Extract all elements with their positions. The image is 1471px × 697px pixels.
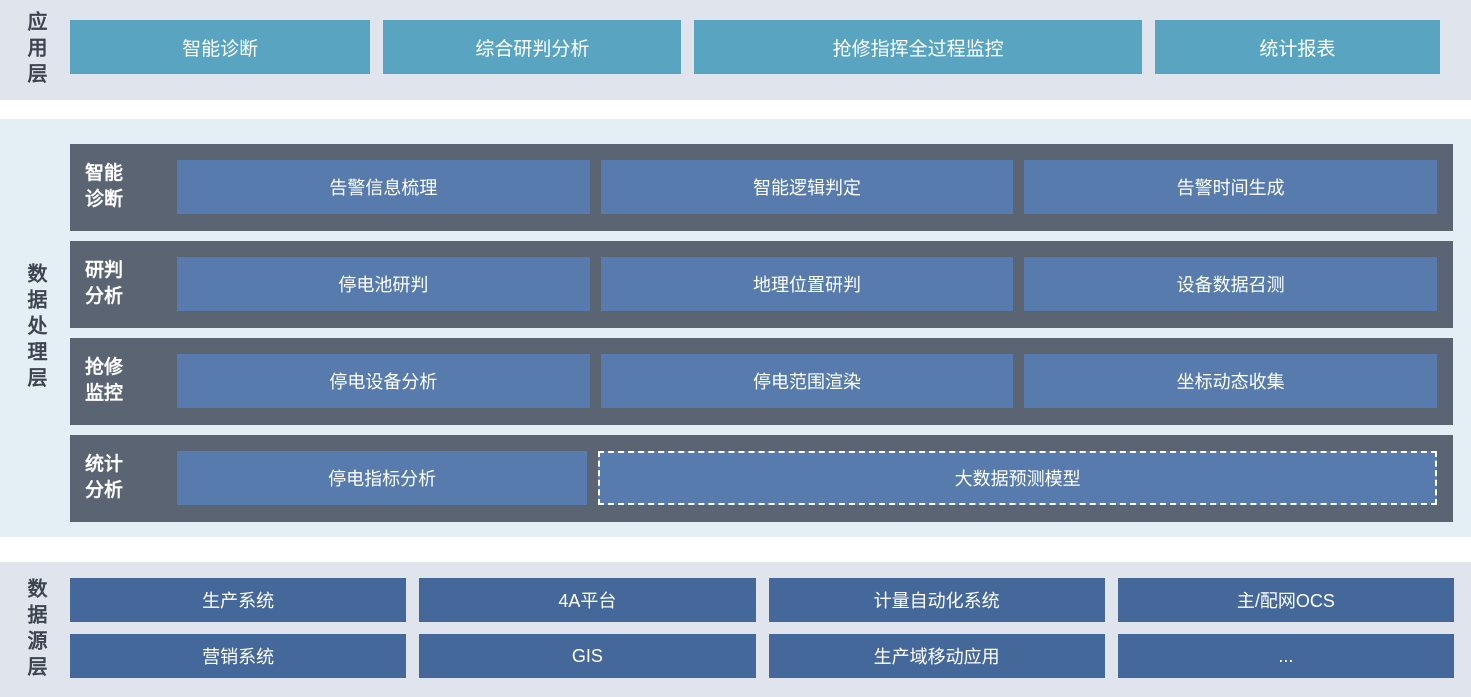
row-label-repair-monitoring: 抢修 监控 <box>85 357 124 404</box>
src-box-production-system: 生产系统 <box>70 578 407 622</box>
row-boxes: 停电指标分析 大数据预测模型 <box>177 451 1437 505</box>
processing-row-repair-monitoring: 抢修 监控 停电设备分析 停电范围渲染 坐标动态收集 <box>70 338 1453 425</box>
proc-box-intelligent-logic-judgement: 智能逻辑判定 <box>600 160 1014 214</box>
row-label-statistical-analysis: 统计 分析 <box>85 454 124 501</box>
src-box-gis: GIS <box>419 634 756 678</box>
src-box-4a-platform: 4A平台 <box>419 578 756 622</box>
app-box-repair-command-monitoring: 抢修指挥全过程监控 <box>694 20 1142 74</box>
datasource-rows: 生产系统 4A平台 计量自动化系统 主/配网OCS 营销系统 GIS 生产域移动… <box>70 562 1471 697</box>
application-layer-label-column: 应用层 <box>0 0 70 100</box>
app-box-statistical-reports: 统计报表 <box>1154 20 1440 74</box>
application-layer-title: 应用层 <box>24 11 46 89</box>
band-separator-1 <box>0 100 1471 119</box>
datasource-layer-band: 数据源层 生产系统 4A平台 计量自动化系统 主/配网OCS 营销系统 GIS … <box>0 562 1471 697</box>
datasource-layer-title: 数据源层 <box>24 577 46 682</box>
application-boxes: 智能诊断 综合研判分析 抢修指挥全过程监控 统计报表 <box>70 0 1471 100</box>
proc-box-outage-indicator-analysis: 停电指标分析 <box>177 451 588 505</box>
src-box-ellipsis: ... <box>1117 634 1454 678</box>
proc-box-coordinate-dynamic-collection: 坐标动态收集 <box>1024 354 1438 408</box>
proc-box-alarm-time-generation: 告警时间生成 <box>1024 160 1438 214</box>
row-label-intelligent-diagnosis: 智能 诊断 <box>85 163 124 210</box>
datasource-row-2: 营销系统 GIS 生产域移动应用 ... <box>70 634 1454 678</box>
processing-row-intelligent-diagnosis: 智能 诊断 告警信息梳理 智能逻辑判定 告警时间生成 <box>70 144 1453 231</box>
processing-layer-band: 数据处理层 智能 诊断 告警信息梳理 智能逻辑判定 告警时间生成 研判 分析 停… <box>0 119 1471 537</box>
proc-box-geographic-location-analysis: 地理位置研判 <box>600 257 1014 311</box>
row-boxes: 停电设备分析 停电范围渲染 坐标动态收集 <box>177 354 1438 408</box>
src-box-metering-automation-system: 计量自动化系统 <box>768 578 1105 622</box>
datasource-layer-label-column: 数据源层 <box>0 562 70 697</box>
row-boxes: 告警信息梳理 智能逻辑判定 告警时间生成 <box>177 160 1438 214</box>
proc-box-outage-range-rendering: 停电范围渲染 <box>600 354 1014 408</box>
proc-box-outage-analysis: 停电池研判 <box>177 257 590 311</box>
app-box-intelligent-diagnosis: 智能诊断 <box>70 20 371 74</box>
proc-box-outage-device-analysis: 停电设备分析 <box>177 354 590 408</box>
proc-box-device-data-reading: 设备数据召测 <box>1024 257 1438 311</box>
row-boxes: 停电池研判 地理位置研判 设备数据召测 <box>177 257 1438 311</box>
datasource-row-1: 生产系统 4A平台 计量自动化系统 主/配网OCS <box>70 578 1454 622</box>
band-separator-2 <box>0 537 1471 562</box>
processing-row-statistical-analysis: 统计 分析 停电指标分析 大数据预测模型 <box>70 435 1453 522</box>
application-layer-band: 应用层 智能诊断 综合研判分析 抢修指挥全过程监控 统计报表 <box>0 0 1471 100</box>
src-box-main-distribution-ocs: 主/配网OCS <box>1117 578 1454 622</box>
processing-row-analysis: 研判 分析 停电池研判 地理位置研判 设备数据召测 <box>70 241 1453 328</box>
proc-box-alarm-info-sorting: 告警信息梳理 <box>177 160 590 214</box>
processing-layer-title: 数据处理层 <box>24 263 46 393</box>
processing-rows: 智能 诊断 告警信息梳理 智能逻辑判定 告警时间生成 研判 分析 停电池研判 地… <box>70 119 1471 537</box>
row-label-analysis: 研判 分析 <box>85 260 124 307</box>
app-box-comprehensive-analysis: 综合研判分析 <box>383 20 682 74</box>
processing-layer-label-column: 数据处理层 <box>0 119 70 537</box>
src-box-marketing-system: 营销系统 <box>70 634 407 678</box>
src-box-production-mobile-app: 生产域移动应用 <box>768 634 1105 678</box>
proc-box-big-data-prediction-model: 大数据预测模型 <box>598 451 1437 505</box>
